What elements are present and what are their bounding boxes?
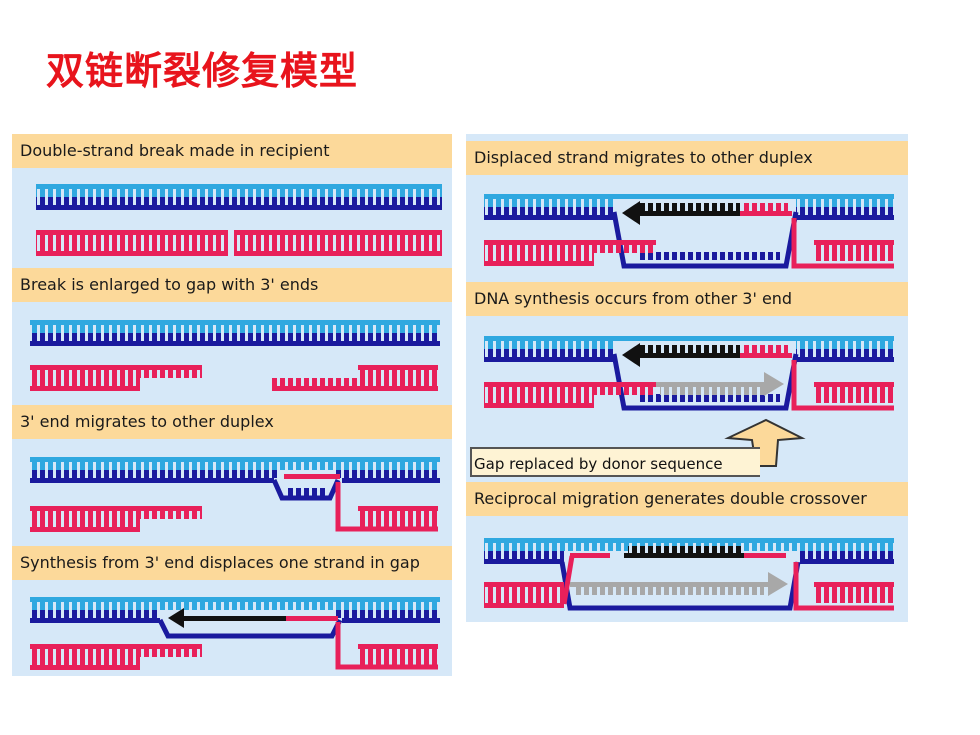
step-label-reciprocal-migration: Reciprocal migration generates double cr…: [466, 482, 908, 516]
diagram-right-step-3: [484, 538, 894, 611]
callout-arrow: [724, 418, 806, 467]
diagram-step-4: [30, 597, 440, 670]
callout-label: Gap replaced by donor sequence: [470, 447, 760, 477]
step-label-dna-synthesis: DNA synthesis occurs from other 3' end: [466, 282, 908, 316]
diagram-step-2: [30, 320, 440, 391]
step-label-double-strand-break: Double-strand break made in recipient: [12, 134, 452, 168]
diagram-right-step-2: [484, 336, 894, 411]
diagram-step-3: [30, 457, 440, 532]
step-label-synthesis-displaces: Synthesis from 3' end displaces one stra…: [12, 546, 452, 580]
page-title: 双链断裂修复模型: [46, 48, 359, 93]
step-label-gap-enlarged: Break is enlarged to gap with 3' ends: [12, 268, 452, 302]
step-label-end-migrates: 3' end migrates to other duplex: [12, 405, 452, 439]
diagram-right-step-1: [484, 194, 894, 269]
step-label-displaced-strand: Displaced strand migrates to other duple…: [466, 141, 908, 175]
diagram-step-1: [36, 184, 442, 256]
